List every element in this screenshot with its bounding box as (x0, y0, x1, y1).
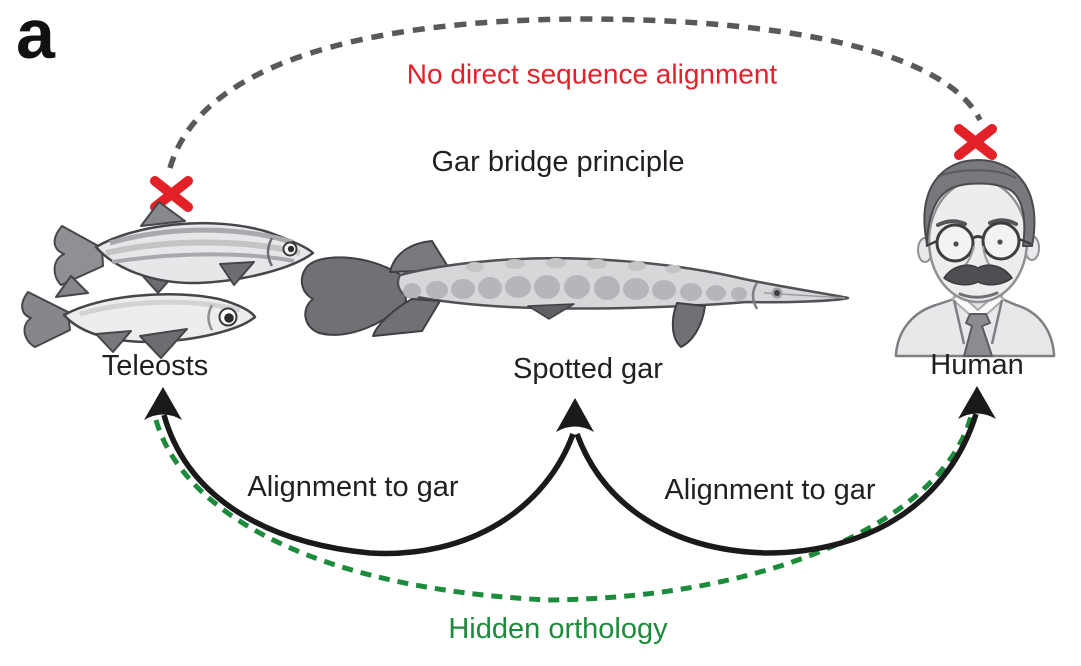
species-label-teleosts: Teleosts (101, 350, 209, 383)
teleosts-illustration (21, 201, 315, 359)
medaka-illustration (21, 275, 257, 359)
red-x-right-icon (954, 124, 997, 160)
arrowhead-human (958, 386, 996, 419)
alignment-curve-gar-human (574, 413, 979, 556)
alignment-label-right: Alignment to gar (664, 474, 876, 507)
zebrafish-illustration (53, 201, 315, 294)
no-alignment-annotation: No direct sequence alignment (406, 58, 778, 90)
alignment-curves (161, 413, 979, 557)
species-label-human: Human (930, 349, 1024, 382)
alignment-label-left: Alignment to gar (247, 471, 459, 504)
alignment-curve-teleosts-gar (161, 414, 576, 557)
no-alignment-dashed-arc (167, 16, 983, 169)
hidden-orthology-annotation: Hidden orthology (448, 613, 668, 646)
arrowhead-gar (556, 398, 594, 432)
spotted-gar-illustration (300, 240, 850, 348)
panel-label: a (16, 0, 55, 73)
arrowheads (144, 386, 996, 432)
gar-top-spots (466, 258, 681, 273)
hidden-orthology-dashed-curve (153, 415, 974, 603)
figure-title: Gar bridge principle (431, 146, 685, 179)
species-label-spotted-gar: Spotted gar (513, 353, 663, 386)
human-illustration (894, 159, 1056, 358)
arrowhead-teleosts (144, 387, 182, 420)
gar-spots (403, 275, 747, 301)
